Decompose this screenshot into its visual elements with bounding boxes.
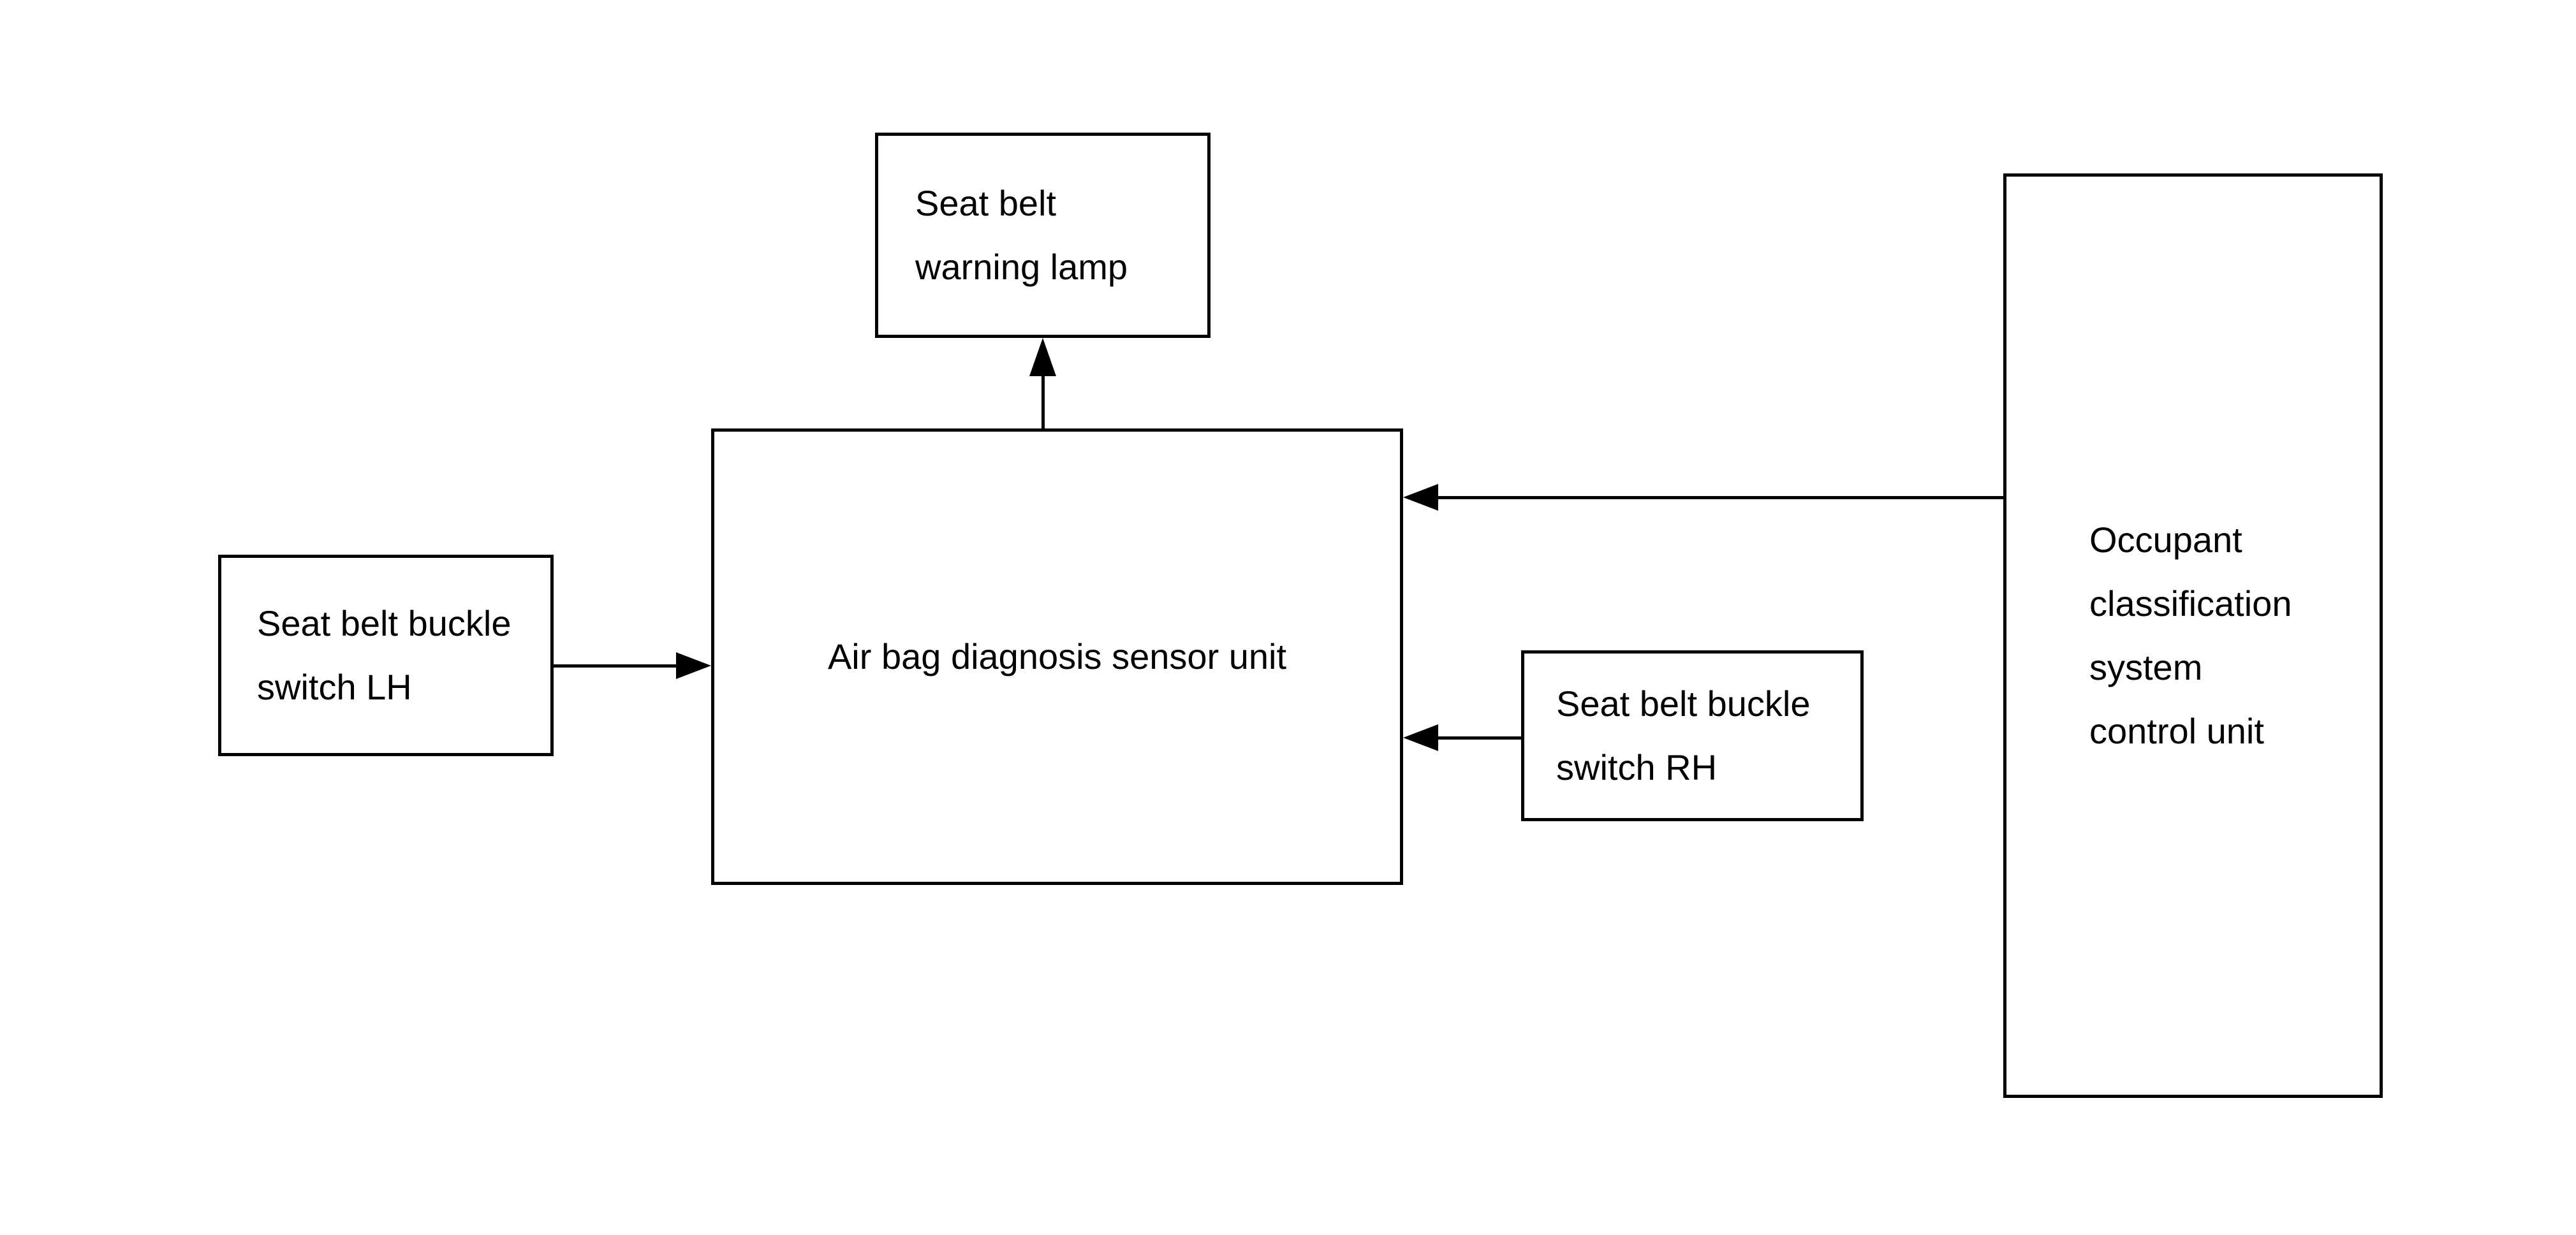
box-seat-belt-buckle-switch-rh-label: Seat belt buckle switch RH [1556,672,1860,800]
label-line: system [2089,647,2203,687]
arrowhead-right-icon [676,652,711,679]
box-occupant-classification-system-control-unit-label: Occupant classification system control u… [2089,508,2380,763]
connector-ocs-control-unit-to-sensor-unit [1438,496,2003,499]
connector-lh-switch-to-sensor-unit [554,664,676,668]
box-seat-belt-buckle-switch-lh-label: Seat belt buckle switch LH [257,592,550,719]
box-air-bag-diagnosis-sensor-unit: Air bag diagnosis sensor unit [711,428,1403,885]
box-seat-belt-buckle-switch-rh: Seat belt buckle switch RH [1521,650,1864,821]
label-line: Occupant [2089,520,2242,560]
label-line: warning lamp [915,247,1128,287]
box-occupant-classification-system-control-unit: Occupant classification system control u… [2003,173,2383,1098]
arrowhead-up-icon [1029,338,1056,376]
label-line: Seat belt buckle [1556,683,1811,724]
arrowhead-left-icon [1403,484,1438,511]
connector-rh-switch-to-sensor-unit [1438,736,1521,740]
label-line: switch RH [1556,747,1718,787]
box-seat-belt-warning-lamp: Seat belt warning lamp [875,133,1211,338]
arrowhead-left-icon [1403,724,1438,751]
label-line: switch LH [257,667,412,707]
box-seat-belt-buckle-switch-lh: Seat belt buckle switch LH [218,555,554,756]
label-line: Air bag diagnosis sensor unit [827,636,1287,676]
label-line: classification [2089,583,2292,624]
label-line: control unit [2089,711,2264,751]
connector-sensor-unit-to-warning-lamp [1041,374,1045,428]
label-line: Seat belt [915,183,1057,223]
box-seat-belt-warning-lamp-label: Seat belt warning lamp [915,172,1207,299]
label-line: Seat belt buckle [257,603,512,643]
box-air-bag-diagnosis-sensor-unit-label: Air bag diagnosis sensor unit [714,625,1400,689]
